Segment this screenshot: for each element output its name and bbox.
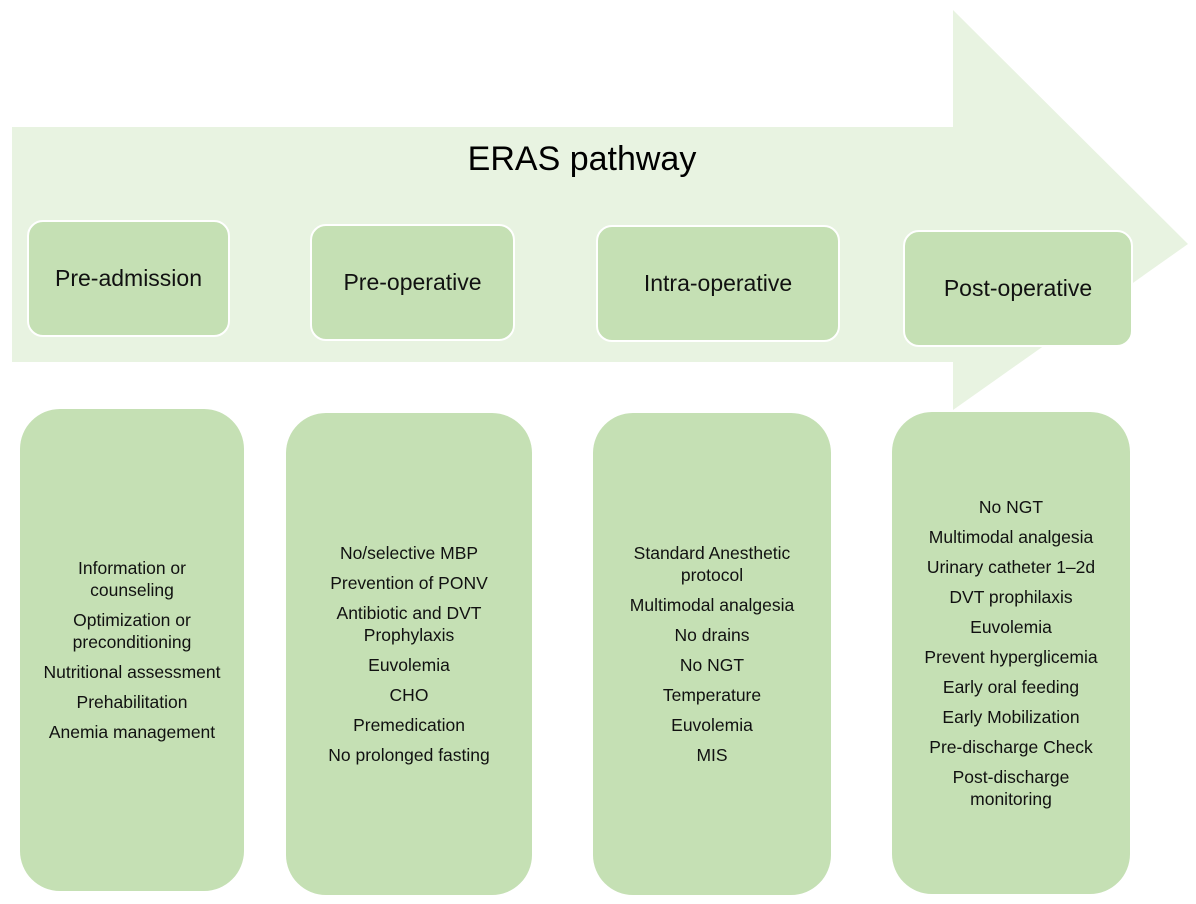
list-item: Prehabilitation [76, 692, 188, 712]
phase-pre-admission: Pre-admission [27, 220, 230, 337]
card-pre-admission: Information or counseling Optimization o… [20, 409, 244, 891]
list-item: Prevent hyperglicemia [924, 647, 1098, 667]
list-item: Nutritional assessment [43, 662, 221, 682]
card-post-operative: No NGT Multimodal analgesia Urinary cath… [892, 412, 1130, 894]
list-item: Euvolemia [970, 617, 1052, 637]
phase-intra-operative: Intra-operative [596, 225, 840, 342]
list-item: Early oral feeding [942, 677, 1080, 697]
list-item: Information or counseling [78, 558, 186, 600]
list-item: CHO [389, 685, 429, 705]
list-item: Pre-discharge Check [929, 737, 1093, 757]
list-item: Multimodal analgesia [928, 527, 1094, 547]
pathway-arrow-shape [12, 10, 1188, 410]
card-pre-operative: No/selective MBP Prevention of PONV Anti… [286, 413, 532, 895]
list-item: Optimization or preconditioning [72, 610, 192, 652]
list-item: No prolonged fasting [328, 745, 490, 765]
list-item: Anemia management [48, 722, 216, 742]
list-item: No drains [674, 625, 750, 645]
card-intra-operative: Standard Anesthetic protocol Multimodal … [593, 413, 831, 895]
list-item: Early Mobilization [942, 707, 1080, 727]
list-item: Prevention of PONV [330, 573, 488, 593]
phase-post-operative: Post-operative [903, 230, 1133, 347]
phase-pre-operative: Pre-operative [310, 224, 515, 341]
list-item: No NGT [679, 655, 745, 675]
list-item: Post-discharge monitoring [952, 767, 1070, 809]
diagram-title: ERAS pathway [467, 140, 697, 178]
list-item: Multimodal analgesia [629, 595, 795, 615]
list-item: Premedication [353, 715, 465, 735]
list-item: No/selective MBP [339, 543, 479, 563]
list-item: Euvolemia [671, 715, 753, 735]
list-item: Temperature [662, 685, 762, 705]
list-item: Euvolemia [368, 655, 450, 675]
list-item: No NGT [978, 497, 1044, 517]
list-item: DVT prophilaxis [949, 587, 1073, 607]
list-item: MIS [696, 745, 728, 765]
list-item: Antibiotic and DVT Prophylaxis [336, 603, 482, 645]
list-item: Standard Anesthetic protocol [633, 543, 791, 585]
list-item: Urinary catheter 1–2d [926, 557, 1096, 577]
